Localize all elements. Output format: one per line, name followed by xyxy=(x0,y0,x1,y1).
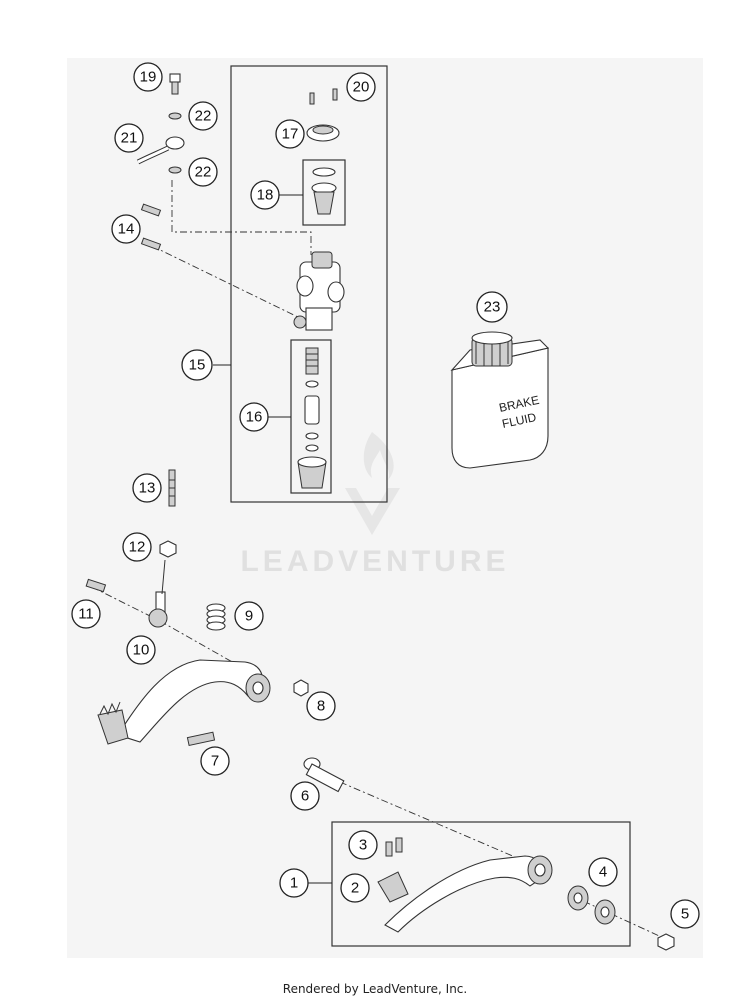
callout-4-label: 4 xyxy=(599,864,607,881)
diagram-panel xyxy=(67,58,703,958)
callout-20: 20 xyxy=(346,72,376,102)
callout-22-lower-label: 22 xyxy=(195,164,212,181)
callout-17: 17 xyxy=(275,119,305,149)
callout-13: 13 xyxy=(132,473,162,503)
brake-hose-21 xyxy=(136,136,185,165)
footer-credit: Rendered by LeadVenture, Inc. xyxy=(282,982,468,996)
brake-pedal-assembly-box xyxy=(331,821,631,947)
assembly-line-bolt-14 xyxy=(151,245,301,319)
assembly-line-bolt-11 xyxy=(91,586,161,622)
watermark-text: LEADVENTURE xyxy=(240,545,510,578)
callout-12-label: 12 xyxy=(129,539,146,556)
callout-3: 3 xyxy=(348,830,378,860)
callout-15-label: 15 xyxy=(189,357,206,374)
callout-7: 7 xyxy=(200,746,230,776)
callout-20-label: 20 xyxy=(353,79,370,96)
lock-nut-12 xyxy=(159,540,177,558)
callout-16-label: 16 xyxy=(246,409,263,426)
callout-10: 10 xyxy=(126,635,156,665)
callout-12: 12 xyxy=(122,532,152,562)
callout-1-label: 1 xyxy=(290,875,298,892)
callout-11: 11 xyxy=(71,599,101,629)
callout-18-label: 18 xyxy=(257,187,274,204)
mounting-bolts-14 xyxy=(140,203,162,251)
brake-pedal-upper xyxy=(97,659,271,745)
brake-fluid-bottle-23 xyxy=(450,331,550,469)
pedal-tip-2 xyxy=(377,871,409,903)
callout-6-label: 6 xyxy=(301,788,309,805)
reservoir-cover-17 xyxy=(306,124,340,142)
cover-screws-20 xyxy=(309,88,338,105)
callout-17-label: 17 xyxy=(282,126,299,143)
callout-14-label: 14 xyxy=(118,221,135,238)
clevis-10 xyxy=(148,591,168,628)
callout-19: 19 xyxy=(133,62,163,92)
callout-1: 1 xyxy=(279,868,309,898)
callout-15: 15 xyxy=(181,349,213,381)
callout-7-label: 7 xyxy=(211,753,219,770)
reservoir-seal-18 xyxy=(311,167,337,215)
callout-22-upper-label: 22 xyxy=(195,108,212,125)
callout-2: 2 xyxy=(340,873,370,903)
callout-5-label: 5 xyxy=(681,906,689,923)
screws-3 xyxy=(385,837,403,857)
callout-6: 6 xyxy=(290,781,320,811)
callout-18: 18 xyxy=(250,180,280,210)
callout-2-label: 2 xyxy=(351,880,359,897)
callout-21: 21 xyxy=(114,123,144,153)
callout-5: 5 xyxy=(670,899,700,929)
nut-5 xyxy=(657,933,675,951)
pedal-shaft-6 xyxy=(303,757,345,793)
nut-8 xyxy=(293,679,309,697)
callout-3-label: 3 xyxy=(359,837,367,854)
bolt-7 xyxy=(186,731,216,747)
assembly-line-hose xyxy=(171,180,312,255)
sealing-washer-22-upper xyxy=(168,112,182,120)
callout-11-label: 11 xyxy=(78,606,94,623)
master-cylinder-group-box xyxy=(230,65,388,503)
callout-21-label: 21 xyxy=(121,130,138,147)
callout-22-lower: 22 xyxy=(188,157,218,187)
watermark-logo xyxy=(345,432,400,535)
callout-10-label: 10 xyxy=(133,642,150,659)
callout-8: 8 xyxy=(306,691,336,721)
sealing-washer-22-lower xyxy=(168,166,182,174)
brake-pedal-lower xyxy=(384,855,553,933)
banjo-bolt-19 xyxy=(169,73,181,95)
push-rod-13 xyxy=(168,469,176,507)
callout-23-label: 23 xyxy=(484,299,501,316)
callout-19-label: 19 xyxy=(140,69,157,86)
callout-9: 9 xyxy=(234,601,264,631)
seal-kit-box-18 xyxy=(302,159,346,226)
callout-22-upper: 22 xyxy=(188,101,218,131)
bearings-4 xyxy=(567,885,616,925)
callout-13-label: 13 xyxy=(139,480,156,497)
master-cylinder-body xyxy=(293,251,345,331)
callout-16: 16 xyxy=(239,402,269,432)
return-spring-9 xyxy=(206,603,226,631)
callout-9-label: 9 xyxy=(245,608,253,625)
piston-kit-16 xyxy=(297,347,327,489)
callout-14: 14 xyxy=(111,214,141,244)
callout-4: 4 xyxy=(588,857,618,887)
callout-8-label: 8 xyxy=(317,698,325,715)
callout-23: 23 xyxy=(476,291,508,323)
pivot-bolt-11 xyxy=(85,578,107,593)
